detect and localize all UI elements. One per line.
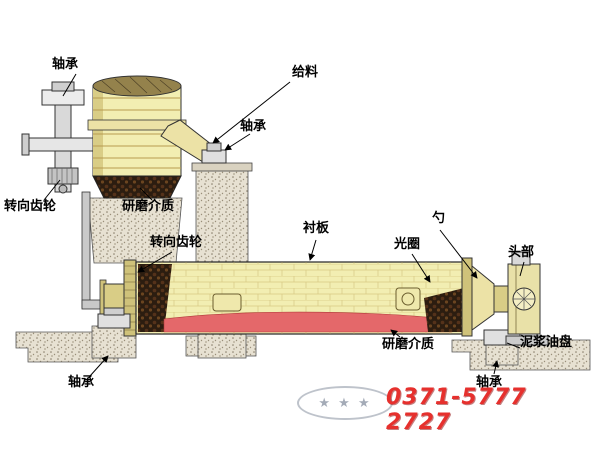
label-grinding-media-bottom: 研磨介质	[382, 337, 435, 352]
charge-left	[138, 264, 172, 332]
label-feed: 给料	[292, 65, 319, 80]
label-bearing-bottom-left: 轴承	[68, 375, 95, 390]
label-mud-oil-pan: 泥浆油盘	[520, 335, 573, 350]
logo-watermark: ★ ★ ★	[297, 386, 393, 420]
manhole	[212, 293, 242, 312]
label-steering-gear-left: 转向齿轮	[4, 199, 57, 214]
concrete-pedestals	[87, 162, 519, 366]
label-scoop: 勺	[432, 211, 446, 226]
bottom-left-bearing-block	[97, 307, 131, 329]
label-light-ring: 光圈	[394, 237, 421, 252]
main-mill	[99, 257, 473, 337]
right-trunnion	[493, 285, 509, 313]
label-head: 头部	[508, 245, 535, 260]
label-steering-gear-mid: 转向齿轮	[150, 235, 203, 250]
top-left-bearing	[41, 89, 85, 106]
mud-oil-pan-part	[505, 335, 549, 346]
label-bearing-bottom-right: 轴承	[476, 375, 503, 390]
label-bearing-top-left: 轴承	[52, 57, 79, 72]
left-drive-assembly	[21, 81, 113, 310]
star-icon: ★ ★ ★	[318, 395, 372, 411]
leader-lines	[43, 73, 525, 377]
light-ring-part	[395, 287, 421, 311]
steering-gear-left-part	[47, 167, 79, 185]
discharge-head	[471, 251, 549, 346]
label-liner-plate: 衬板	[303, 221, 330, 236]
label-bearing-feed: 轴承	[240, 119, 267, 134]
feed-bearing-part	[201, 149, 227, 164]
feed-chute	[160, 119, 227, 164]
feed-grinding-media	[92, 175, 182, 199]
discharge-cone	[471, 264, 495, 331]
charge-right	[424, 288, 464, 332]
label-grinding-media-top: 研磨介质	[122, 199, 175, 214]
phone-number: 0371-5777 2727	[386, 385, 527, 435]
